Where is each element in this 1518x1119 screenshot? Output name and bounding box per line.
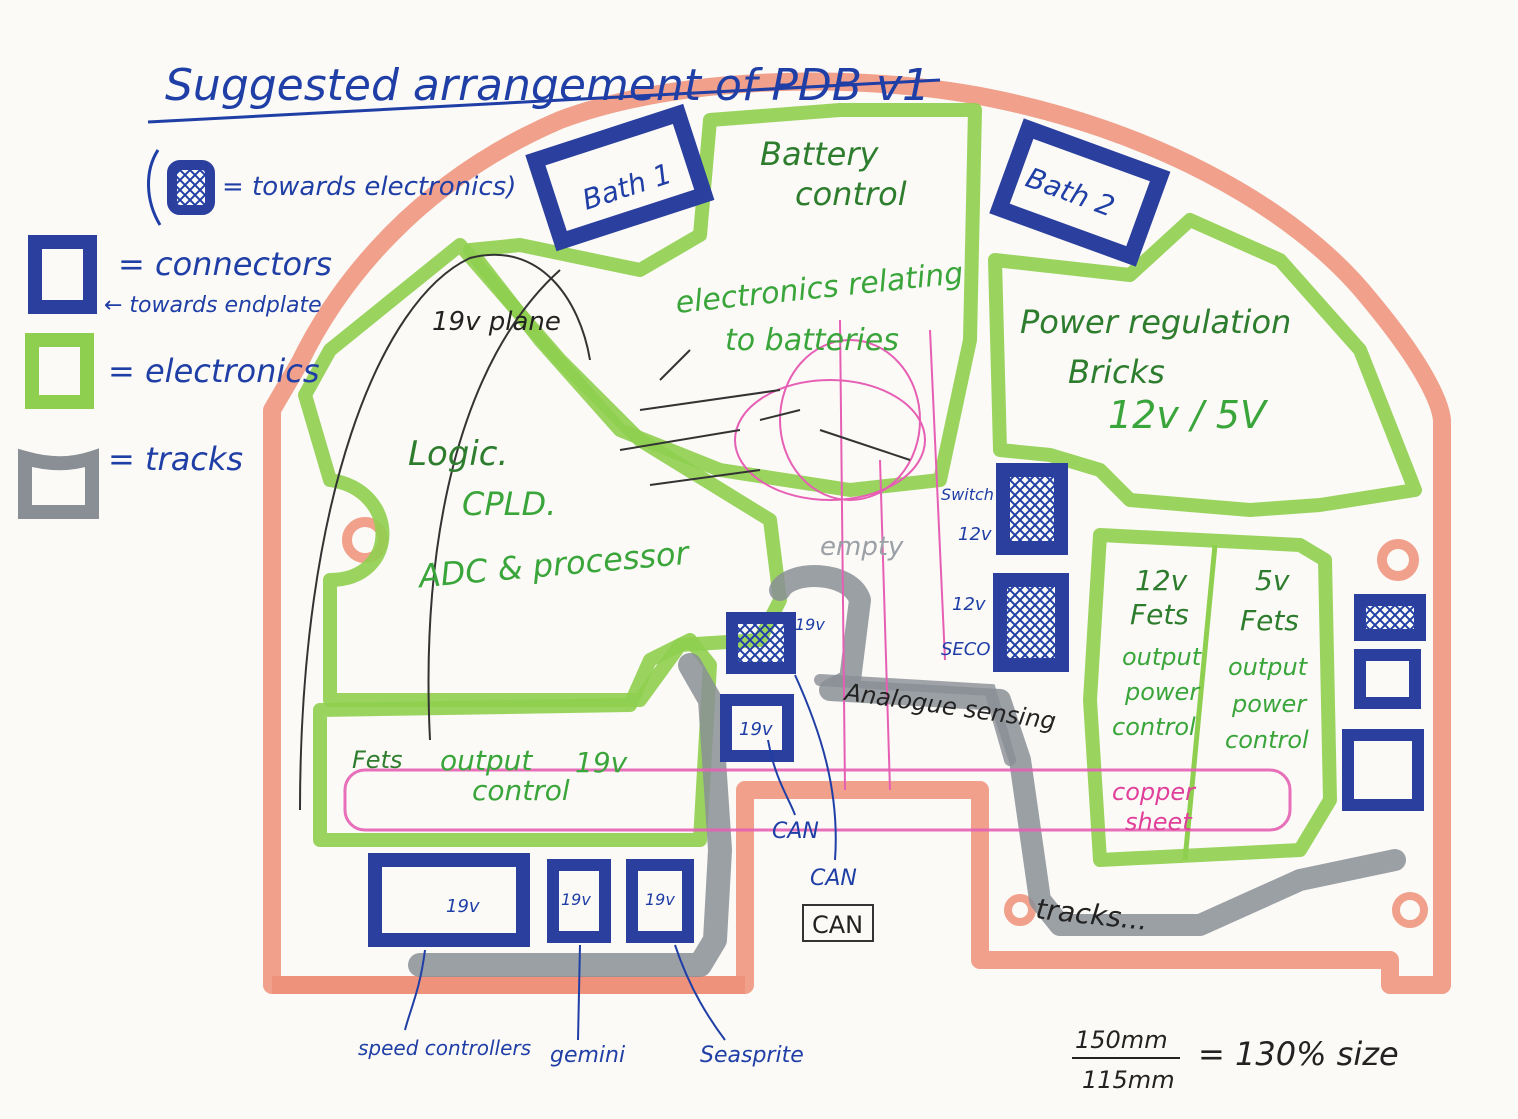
- gemini-19v-label: 19v: [561, 890, 591, 909]
- seasprite-leader: [674, 944, 726, 1041]
- scale-denominator: 115mm: [1082, 1066, 1175, 1094]
- scale-result: = 130% size: [1198, 1035, 1399, 1073]
- fets-output-region: [313, 633, 717, 847]
- can-box: [802, 904, 874, 942]
- empty-label: empty: [820, 532, 904, 562]
- legend-towards-endplate: ← towards endplate: [104, 293, 322, 318]
- can-box-label: CAN: [812, 911, 863, 939]
- connector-switch-12v: [996, 463, 1068, 555]
- legend-hatched-swatch: [167, 160, 215, 215]
- seco-label: SECO: [941, 639, 991, 660]
- connector-bath1: Bath 1: [525, 103, 715, 252]
- can1-leader: [767, 739, 796, 816]
- gemini-leader: [577, 944, 581, 1041]
- speed-controllers-leader: [404, 949, 426, 1031]
- adc-label: ADC & processor: [415, 534, 692, 596]
- logic-label: Logic.: [408, 434, 508, 474]
- connector-seasprite: [626, 859, 694, 943]
- fets12-power-label: power: [1124, 678, 1201, 706]
- tracks-main: [769, 565, 1406, 936]
- switch-12v-label: 12v: [958, 524, 992, 545]
- switch-label: Switch: [941, 485, 994, 504]
- connector-right-1: [1354, 594, 1426, 641]
- legend-electronics: = electronics: [108, 352, 320, 390]
- tracks-inner: [814, 674, 1016, 766]
- pink-vertical-lines: [839, 319, 946, 791]
- fets5-label: Fets: [1240, 604, 1299, 637]
- fets5-output-label: output: [1228, 653, 1309, 681]
- speed-controllers-label: speed controllers: [358, 1036, 531, 1060]
- electronics-relating-label: electronics relating: [674, 256, 965, 321]
- legend-tracks-swatch: [18, 448, 99, 519]
- mount-hole-right: [1377, 539, 1419, 581]
- fets-19v-label: 19v: [575, 746, 628, 779]
- plane-label: 19v plane: [432, 307, 561, 337]
- connector-seco-12v: [993, 573, 1069, 672]
- fets12-output-label: output: [1122, 643, 1203, 671]
- control-label: control: [472, 774, 570, 807]
- legend-connectors: = connectors: [118, 245, 332, 283]
- fets-divider: [1182, 544, 1218, 861]
- gemini-label: gemini: [550, 1043, 625, 1068]
- pencil-arc-1: [299, 253, 591, 811]
- fets5-voltage-label: 5v: [1255, 564, 1290, 597]
- connector-19v-low: [720, 694, 794, 762]
- logic-region: [298, 238, 787, 707]
- can2-leader: [794, 674, 837, 861]
- fets-label: Fets: [352, 746, 402, 774]
- tracks-left: [408, 653, 732, 977]
- can2-label: CAN: [810, 866, 857, 891]
- pink-scribble-1: [734, 379, 926, 501]
- output-label: output: [440, 744, 533, 777]
- v19-low-label: 19v: [739, 719, 773, 740]
- battery-control-region: [463, 103, 982, 497]
- battery-control-label-1: Battery: [760, 135, 880, 173]
- connector-right-3: [1342, 729, 1424, 811]
- fets5-control-label: control: [1225, 726, 1309, 754]
- scale-numerator: 150mm: [1075, 1026, 1168, 1054]
- mount-hole-br: [1392, 892, 1428, 928]
- pink-scribble-2: [779, 339, 921, 501]
- connector-gemini: [547, 859, 611, 943]
- legend-electronics-swatch: [25, 333, 94, 409]
- fets-12v-5v-region: [1083, 528, 1337, 867]
- v19-mid-label: 19v: [795, 615, 825, 634]
- speed-19v-label: 19v: [446, 896, 480, 917]
- legend-towards-electronics: = towards electronics): [222, 172, 516, 202]
- bricks-label: Bricks: [1068, 353, 1165, 391]
- board-outline: [263, 72, 1451, 994]
- connector-19v-mid: [726, 612, 796, 674]
- sheet-label: sheet: [1125, 808, 1193, 836]
- connector-speed-controllers: [368, 853, 530, 947]
- copper-sheet-outline: [343, 768, 1292, 832]
- legend-connector-swatch: [28, 235, 97, 314]
- cpld-label: CPLD.: [462, 485, 556, 523]
- page-title: Suggested arrangement of PDB v1: [165, 60, 930, 111]
- connector-right-2: [1354, 649, 1421, 709]
- legend-tracks: = tracks: [108, 440, 243, 478]
- legend-paren: [147, 149, 162, 226]
- fets5-power-label: power: [1231, 690, 1308, 718]
- power-regulation-label: Power regulation: [1020, 303, 1291, 341]
- seco-12v-label: 12v: [952, 594, 986, 615]
- title-underline: [147, 78, 941, 124]
- fets12-voltage-label: 12v: [1135, 564, 1188, 597]
- bricks-voltage-label: 12v / 5V: [1108, 393, 1269, 437]
- seasprite-19v-label: 19v: [645, 890, 675, 909]
- to-batteries-label: to batteries: [725, 323, 899, 358]
- copper-label: copper: [1112, 778, 1197, 806]
- fets12-label: Fets: [1130, 598, 1189, 631]
- seasprite-label: Seasprite: [700, 1043, 804, 1068]
- mount-hole-bm: [1004, 894, 1036, 926]
- power-regulation-region: [988, 213, 1422, 517]
- can1-label: CAN: [772, 819, 819, 844]
- fets12-control-label: control: [1112, 713, 1196, 741]
- pencil-arrows: [619, 349, 911, 486]
- battery-control-label-2: control: [795, 175, 907, 213]
- pencil-arc-2: [427, 269, 561, 741]
